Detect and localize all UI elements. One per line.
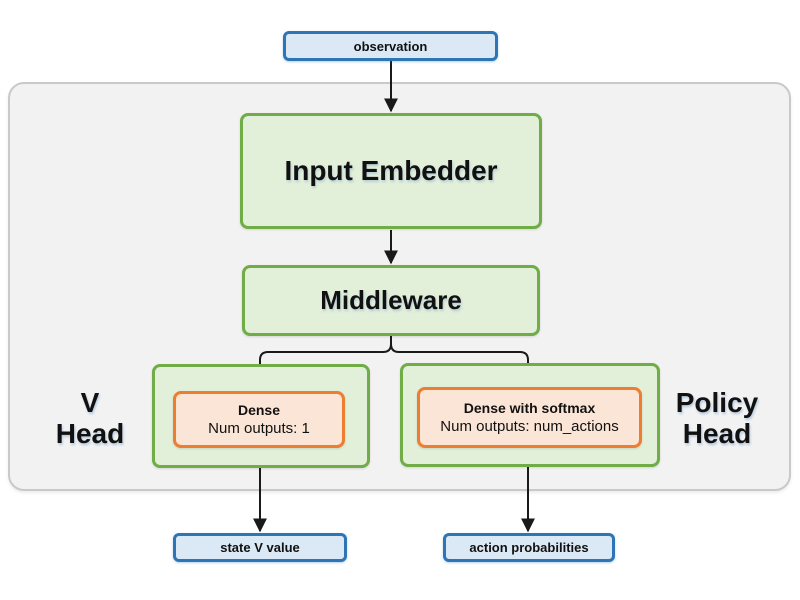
v-head-label-line1: V [80,387,100,418]
policy-head-label: Policy Head [662,387,772,449]
policy-head-dense-subtitle: Num outputs: num_actions [440,417,619,435]
state-v-value-node: state V value [173,533,347,562]
input-embedder-label: Input Embedder [284,155,498,186]
v-head-dense-subtitle: Num outputs: 1 [208,419,310,437]
v-head-dense-node: Dense Num outputs: 1 [173,391,345,448]
state-v-value-label: state V value [220,540,300,555]
action-probabilities-label: action probabilities [469,540,589,555]
policy-head-dense-node: Dense with softmax Num outputs: num_acti… [417,387,642,448]
policy-head-dense-title: Dense with softmax [463,399,596,416]
action-probabilities-node: action probabilities [443,533,615,562]
middleware-node: Middleware [242,265,540,336]
v-head-dense-title: Dense [237,401,281,418]
v-head-label-line2: Head [55,418,125,449]
observation-label: observation [353,38,428,54]
policy-head-label-line1: Policy [675,387,759,418]
policy-head-label-line2: Head [682,418,752,449]
observation-node: observation [283,31,498,61]
v-head-label: V Head [35,387,145,449]
middleware-label: Middleware [320,285,462,315]
input-embedder-node: Input Embedder [240,113,542,229]
